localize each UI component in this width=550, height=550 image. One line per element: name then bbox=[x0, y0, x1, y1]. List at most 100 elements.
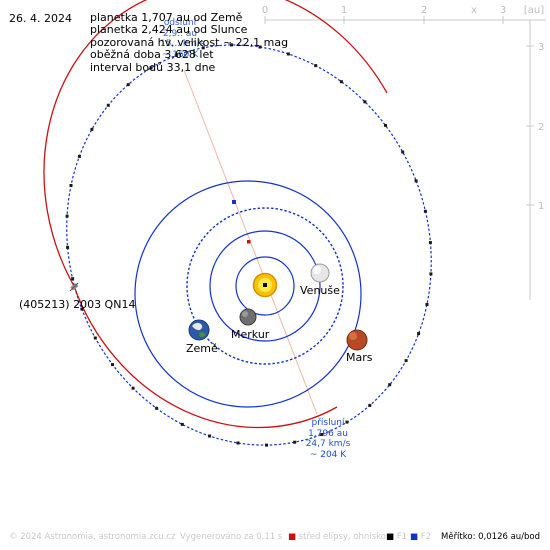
y-tick-label: 3 bbox=[538, 42, 544, 53]
orbit-point bbox=[404, 359, 408, 363]
aphelion-line: 15,.. km/s bbox=[160, 39, 205, 50]
legend-f2-label: F2 bbox=[420, 532, 432, 542]
y-tick-label: 1 bbox=[538, 201, 544, 212]
orbit-point bbox=[208, 434, 212, 438]
orbit-point bbox=[345, 420, 349, 424]
orbit-point bbox=[265, 443, 268, 447]
orbit-focus-marker bbox=[247, 240, 251, 244]
orbit-point bbox=[384, 123, 387, 127]
asteroid-orbit bbox=[43, 0, 432, 446]
axis-group: 0 1 2 3 x [au] 3 2 1 bbox=[262, 5, 546, 300]
orbit-point bbox=[80, 307, 84, 311]
orbit-point bbox=[401, 150, 405, 154]
orbit-point bbox=[363, 100, 367, 104]
mercury-highlight bbox=[242, 311, 248, 317]
orbit-point bbox=[69, 184, 73, 187]
orbit-point bbox=[368, 403, 372, 407]
mercury-orbit bbox=[235, 256, 295, 316]
orbit-point bbox=[71, 277, 75, 281]
unit-label: [au] bbox=[524, 5, 544, 16]
aphelion-line: ~ 160 K bbox=[161, 49, 199, 60]
legend-f1-item: ■ F1 bbox=[386, 532, 407, 542]
perihelion-line: 1,796 au bbox=[308, 428, 348, 439]
info-line: oběžná doba 3,628 let bbox=[90, 48, 214, 62]
orbit-point bbox=[111, 363, 114, 367]
orbit-point bbox=[126, 83, 130, 87]
orbit-point bbox=[423, 209, 427, 213]
aphelion-info: odsluní 2,9.. au 15,.. km/s ~ 160 K bbox=[160, 18, 205, 60]
orbit-point bbox=[417, 332, 421, 336]
orbit-point bbox=[90, 127, 94, 131]
earth-clouds bbox=[192, 322, 203, 331]
date-label: 26. 4. 2024 bbox=[9, 12, 72, 25]
perihelion-info: přísluní 1,796 au 24,7 km/s ~ 204 K bbox=[298, 418, 358, 460]
info-line: interval bodů 33,1 dne bbox=[90, 60, 216, 74]
venus-orbit bbox=[209, 230, 321, 342]
legend-center-item: ■ střed elipsy, ohnisko bbox=[288, 532, 386, 542]
orbit-point bbox=[230, 43, 233, 47]
asteroid-info: planetka 1,707 au od Země planetka 2,424… bbox=[90, 11, 288, 74]
legend-f1-label: F1 bbox=[396, 532, 408, 542]
asteroid-orbit-far-side bbox=[66, 44, 432, 446]
orbit-point bbox=[286, 52, 290, 56]
orbit-point-markers bbox=[65, 43, 433, 447]
x-axis-label: x bbox=[471, 5, 477, 16]
earth-land bbox=[199, 332, 206, 338]
aphelion-line: 2,9.. au bbox=[162, 28, 198, 39]
legend-black-square-icon: ■ bbox=[386, 532, 395, 542]
asteroid-label: (405213) 2003 QN14 bbox=[19, 298, 135, 311]
earth-label: Země bbox=[186, 342, 218, 355]
aphelion-line: odsluní bbox=[163, 18, 197, 28]
orbit-point bbox=[414, 179, 418, 183]
footer-bar: © 2024 Astronomia, astronomia.zcu.cz Vyg… bbox=[0, 532, 550, 546]
orbit-point bbox=[106, 103, 110, 107]
perihelion-line: ~ 204 K bbox=[309, 449, 347, 460]
orbit-point bbox=[429, 272, 433, 276]
orbit-point bbox=[425, 303, 429, 306]
mars-highlight bbox=[349, 332, 357, 340]
scale-label: Měřítko: 0,0126 au/bod bbox=[441, 532, 541, 542]
orbit-point bbox=[293, 440, 297, 444]
mars-icon bbox=[346, 329, 368, 351]
sun-focus-marker bbox=[263, 283, 267, 287]
x-tick-label: 2 bbox=[421, 5, 427, 16]
orbit-point bbox=[320, 433, 324, 436]
mars-orbit bbox=[134, 180, 362, 408]
perihelion-line: přísluní bbox=[311, 418, 345, 428]
info-line: planetka 1,707 au od Země bbox=[90, 11, 243, 24]
perihelion-line: 24,7 km/s bbox=[305, 439, 351, 450]
copyright-link[interactable]: © 2024 Astronomia, astronomia.zcu.cz bbox=[9, 532, 176, 542]
x-tick-label: 1 bbox=[341, 5, 347, 16]
orbit-center-marker bbox=[232, 200, 236, 204]
mars-label: Mars bbox=[346, 351, 373, 364]
asteroid-icon bbox=[69, 282, 79, 292]
mercury-label: Merkur bbox=[231, 328, 270, 341]
orbit-point bbox=[314, 64, 318, 68]
orbit-point bbox=[65, 214, 69, 218]
orbit-point bbox=[93, 336, 97, 340]
x-tick-label: 0 bbox=[262, 5, 268, 16]
generation-time: Vygenerováno za 0,11 s bbox=[180, 532, 283, 542]
orbit-point bbox=[339, 80, 343, 84]
orbit-point bbox=[174, 54, 178, 57]
orbit-point bbox=[428, 241, 432, 245]
orbit-point bbox=[388, 383, 392, 387]
orbit-point bbox=[258, 45, 262, 49]
legend-center-label: střed elipsy, ohnisko bbox=[298, 532, 386, 542]
legend-blue-square-icon: ■ bbox=[410, 532, 419, 542]
asteroid-orbit-near-side bbox=[43, 0, 388, 429]
x-tick-label: 3 bbox=[500, 5, 506, 16]
legend-f2-item: ■ F2 bbox=[410, 532, 431, 542]
orbit-point bbox=[77, 154, 81, 158]
orbit-point bbox=[131, 386, 135, 390]
venus-label: Venuše bbox=[300, 284, 340, 297]
orbit-point bbox=[66, 245, 70, 249]
orbit-point bbox=[201, 46, 205, 50]
mercury-icon bbox=[239, 308, 257, 326]
venus-icon bbox=[310, 263, 330, 283]
info-line: planetka 2,424 au od Slunce bbox=[90, 23, 248, 37]
legend-red-square-icon: ■ bbox=[288, 532, 297, 542]
orbit-point bbox=[149, 66, 153, 70]
